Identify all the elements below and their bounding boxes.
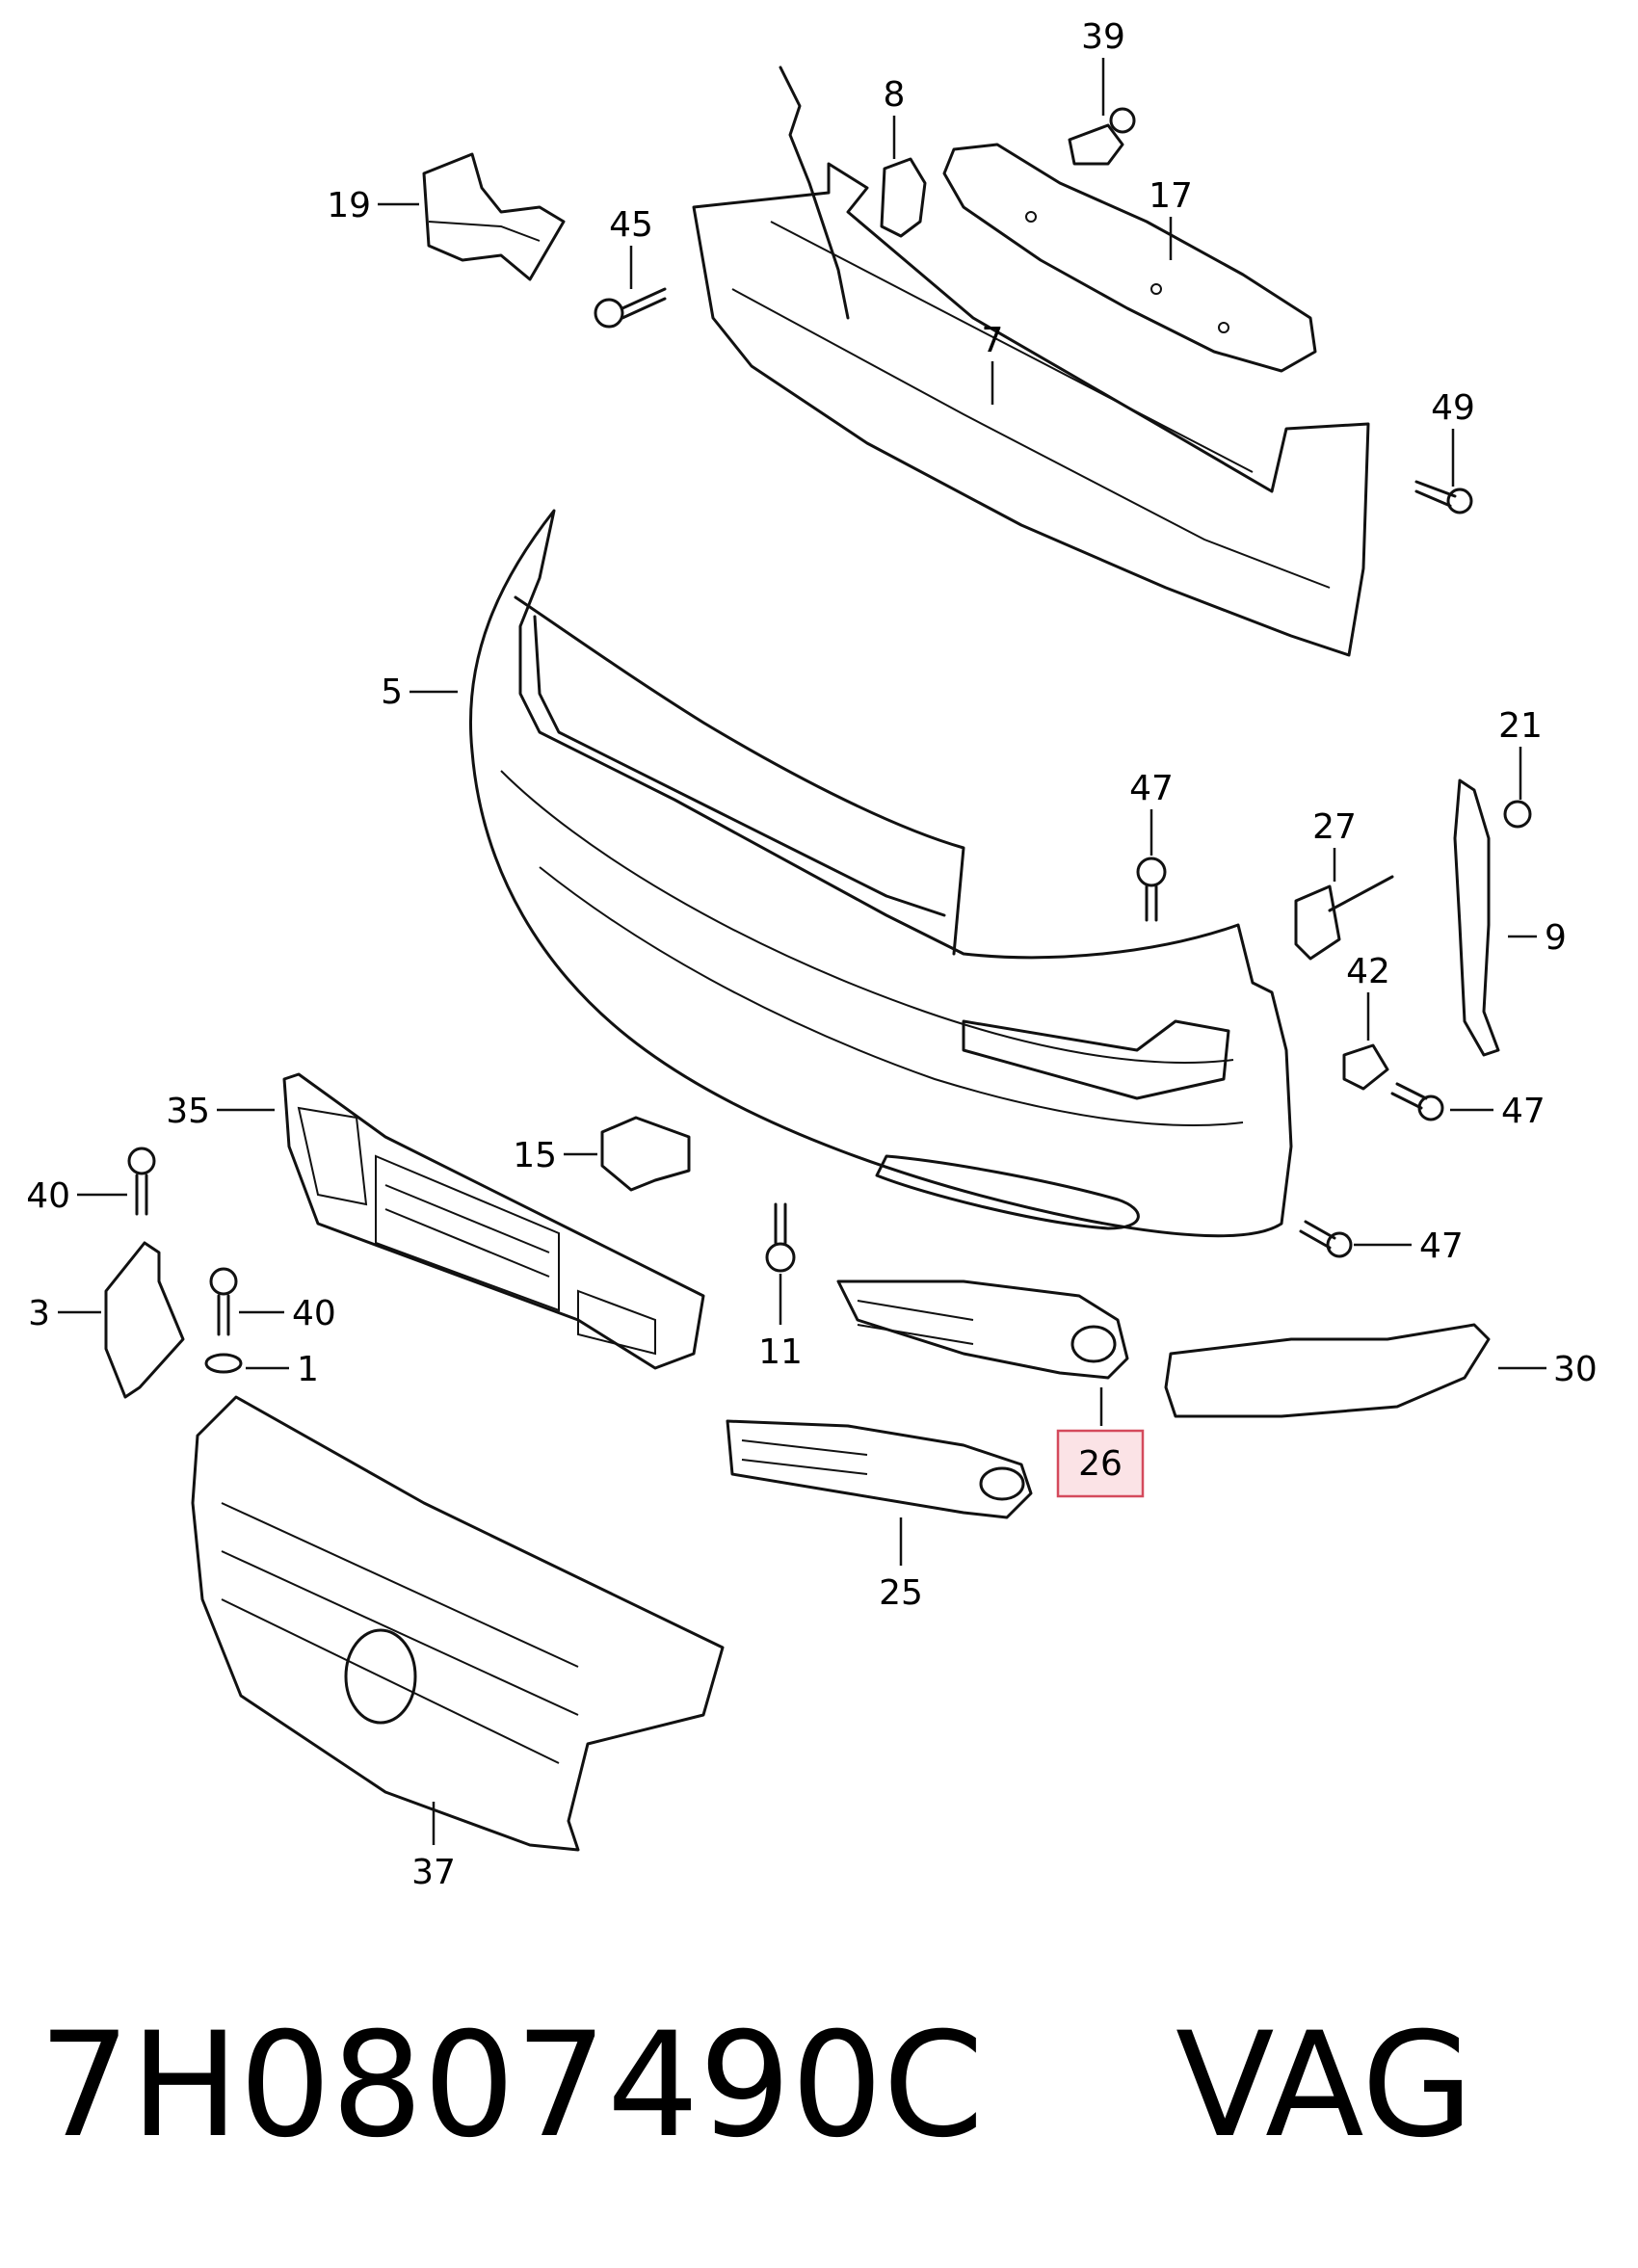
- part-7-reinforcement: [692, 66, 1370, 657]
- part-40-screw-upper: [127, 1147, 156, 1216]
- part-8-bracket: [880, 157, 927, 238]
- part-3-bracket: [104, 1241, 185, 1399]
- callout-26[interactable]: 26: [1078, 1444, 1123, 1484]
- part-42-clipnut: [1342, 1043, 1389, 1091]
- part-37-main-grille: [191, 1395, 725, 1852]
- part-47-screw-lower: [1299, 1220, 1353, 1258]
- callout-37[interactable]: 37: [411, 1853, 456, 1892]
- footer-caption: 7H0807490C VAG: [39, 1990, 1619, 2182]
- leader-lines: [58, 58, 1546, 1845]
- callout-47-upper[interactable]: 47: [1129, 769, 1174, 808]
- part-47-screw-upper: [1136, 857, 1167, 922]
- callout-19[interactable]: 19: [327, 186, 371, 225]
- highlight-box-part-26: [1056, 1429, 1145, 1498]
- part-9-guide: [1453, 778, 1500, 1057]
- part-17-absorber: [942, 143, 1317, 373]
- part-30-trim: [1164, 1323, 1491, 1418]
- callout-47-lower[interactable]: 47: [1419, 1226, 1464, 1266]
- part-25-fog-grille: [726, 1419, 1033, 1519]
- callout-39[interactable]: 39: [1081, 17, 1125, 57]
- callout-45[interactable]: 45: [609, 205, 653, 245]
- part-number: 7H0807490C: [39, 2002, 985, 2170]
- callout-25[interactable]: 25: [879, 1573, 923, 1613]
- callout-40-lower[interactable]: 40: [292, 1294, 336, 1333]
- part-27-stud: [1294, 875, 1394, 961]
- callout-15[interactable]: 15: [513, 1136, 557, 1175]
- callout-8[interactable]: 8: [884, 75, 906, 115]
- callout-5[interactable]: 5: [381, 672, 403, 712]
- part-49-bolt: [1414, 480, 1473, 514]
- callout-30[interactable]: 30: [1553, 1350, 1598, 1389]
- part-40-screw-lower: [209, 1267, 238, 1336]
- callout-40-upper[interactable]: 40: [26, 1176, 70, 1216]
- part-35-lower-grille: [282, 1072, 705, 1370]
- part-19-bracket: [422, 152, 566, 281]
- part-15-bracket: [600, 1116, 691, 1192]
- callout-7[interactable]: 7: [982, 321, 1004, 360]
- brand-name: VAG: [1176, 2002, 1474, 2170]
- callout-3[interactable]: 3: [28, 1294, 50, 1333]
- callout-21[interactable]: 21: [1498, 706, 1543, 746]
- callout-1[interactable]: 1: [297, 1350, 319, 1389]
- exploded-parts-diagram: 39 8 17 19 45 7 49 5 21 47 27 9 42 47 35…: [26, 17, 1598, 1892]
- callout-11[interactable]: 11: [758, 1332, 803, 1372]
- part-45-bolt: [594, 287, 667, 329]
- callout-9[interactable]: 9: [1545, 918, 1567, 958]
- part-39-clip: [1068, 107, 1136, 166]
- callout-49[interactable]: 49: [1431, 388, 1475, 428]
- callout-17[interactable]: 17: [1149, 176, 1193, 216]
- part-26-fog-grille: [836, 1279, 1129, 1380]
- part-21-nut: [1503, 800, 1532, 829]
- callout-47-right[interactable]: 47: [1501, 1092, 1546, 1131]
- part-5-bumper-cover: [468, 509, 1293, 1238]
- callout-35[interactable]: 35: [166, 1092, 210, 1131]
- part-11-screw: [765, 1202, 796, 1273]
- part-1-washer: [204, 1353, 243, 1374]
- callout-labels: 39 8 17 19 45 7 49 5 21 47 27 9 42 47 35…: [26, 17, 1598, 1892]
- callout-27[interactable]: 27: [1312, 807, 1357, 847]
- callout-42[interactable]: 42: [1346, 952, 1390, 991]
- part-47-screw-right: [1390, 1082, 1444, 1121]
